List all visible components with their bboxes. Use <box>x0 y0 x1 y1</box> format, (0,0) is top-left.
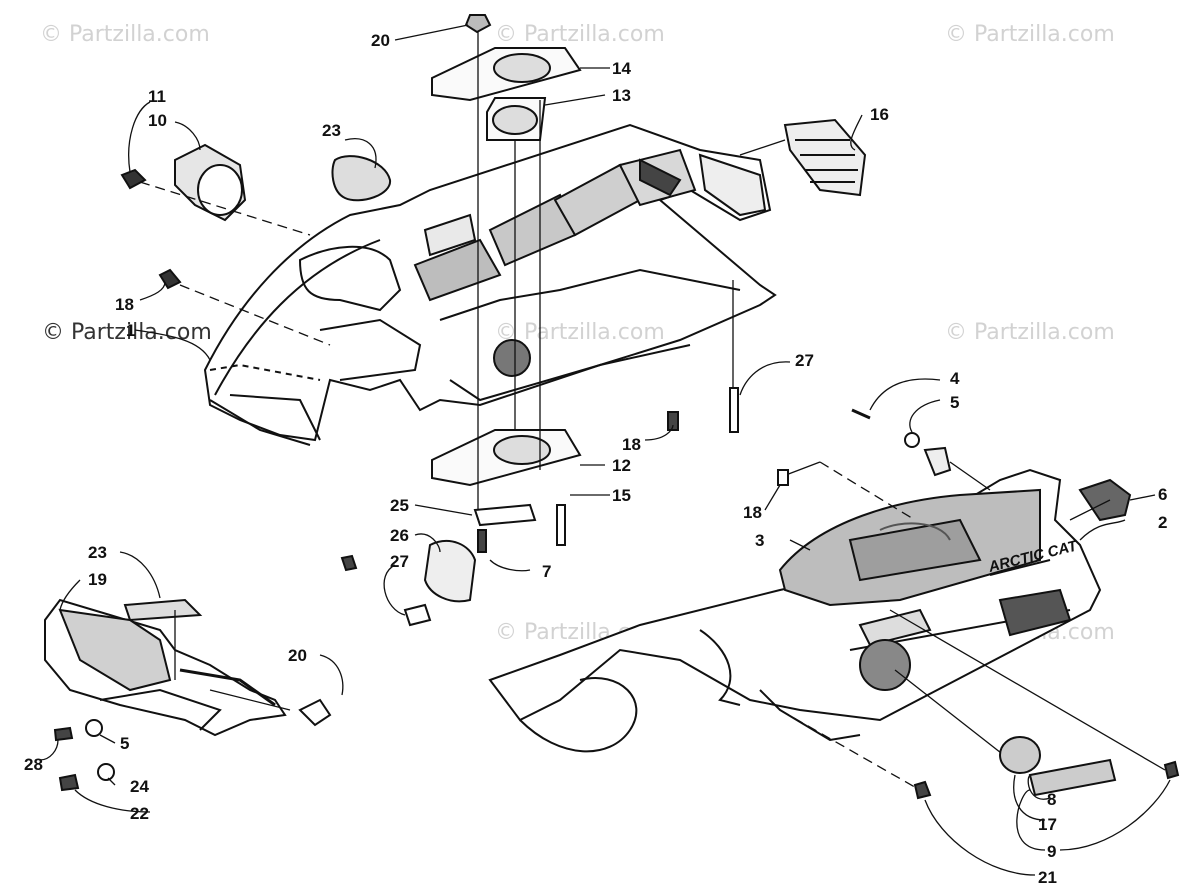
watermark: © Partzilla.com <box>945 320 1115 345</box>
watermark: © Partzilla.com <box>40 22 210 47</box>
callout-11[interactable]: 11 <box>148 87 166 106</box>
lower-body-part <box>488 408 1132 753</box>
callout-19[interactable]: 19 <box>88 570 107 589</box>
callout-5[interactable]: 5 <box>950 393 960 412</box>
callout-7[interactable]: 7 <box>542 562 552 581</box>
mount-plate-bottom <box>403 429 582 627</box>
callout-23[interactable]: 23 <box>322 121 341 140</box>
watermark: © Partzilla.com <box>945 22 1115 47</box>
callout-3[interactable]: 3 <box>755 531 765 550</box>
callout-25[interactable]: 25 <box>390 496 409 515</box>
callout-5[interactable]: 5 <box>120 734 130 753</box>
emblem-part <box>331 155 391 202</box>
callout-22[interactable]: 22 <box>130 804 149 823</box>
callout-26[interactable]: 26 <box>390 526 409 545</box>
gauge-pod-part <box>120 143 247 222</box>
watermark: © Partzilla.com <box>495 22 665 47</box>
callout-18[interactable]: 18 <box>622 435 641 454</box>
screw-part <box>913 780 932 800</box>
screw-part <box>667 411 679 431</box>
callout-27[interactable]: 27 <box>795 351 814 370</box>
callout-21[interactable]: 21 <box>1038 868 1057 887</box>
callout-20[interactable]: 20 <box>288 646 307 665</box>
callout-9[interactable]: 9 <box>1047 842 1057 861</box>
callout-16[interactable]: 16 <box>870 105 889 124</box>
vent-part <box>783 118 867 197</box>
callout-23[interactable]: 23 <box>88 543 107 562</box>
callout-18[interactable]: 18 <box>115 295 134 314</box>
mount-plates-top <box>431 14 582 141</box>
leader-lines <box>39 24 1171 876</box>
watermark: © Partzilla.com <box>495 320 665 345</box>
callout-10[interactable]: 10 <box>148 111 167 130</box>
callout-15[interactable]: 15 <box>612 486 631 505</box>
callout-12[interactable]: 12 <box>612 456 631 475</box>
callout-2[interactable]: 2 <box>1158 513 1168 532</box>
rivet-part <box>777 469 789 486</box>
callout-14[interactable]: 14 <box>612 59 631 78</box>
upper-hood-part <box>203 123 777 446</box>
callout-27[interactable]: 27 <box>390 552 409 571</box>
screw-part <box>1163 760 1180 780</box>
reflector-part <box>1028 758 1117 797</box>
callout-6[interactable]: 6 <box>1158 485 1168 504</box>
watermark: © Partzilla.com <box>42 320 212 345</box>
rivet-part <box>729 387 739 433</box>
callout-24[interactable]: 24 <box>130 777 149 796</box>
plug-part <box>999 736 1041 774</box>
callout-13[interactable]: 13 <box>612 86 631 105</box>
callout-8[interactable]: 8 <box>1047 790 1057 809</box>
assembly-lines <box>139 32 786 510</box>
callout-20[interactable]: 20 <box>371 31 390 50</box>
lower-left-body-part <box>44 554 358 792</box>
callout-28[interactable]: 28 <box>24 755 43 774</box>
screw-part <box>158 268 182 290</box>
callout-17[interactable]: 17 <box>1038 815 1057 834</box>
callout-1[interactable]: 1 <box>126 321 136 340</box>
callout-18[interactable]: 18 <box>743 503 762 522</box>
callout-4[interactable]: 4 <box>950 369 960 388</box>
